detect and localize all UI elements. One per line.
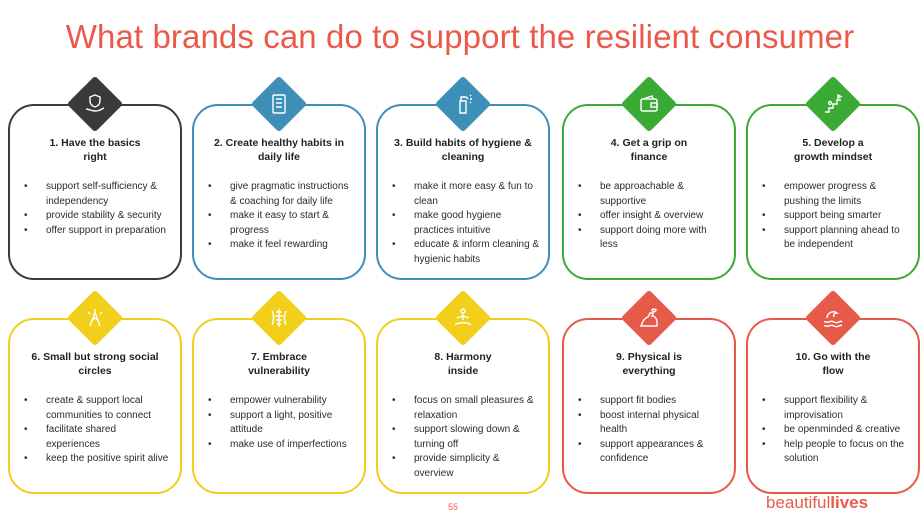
list-item: support self-sufficiency & independency [24, 180, 172, 209]
list-item: be approachable & supportive [578, 180, 726, 209]
hand-shield-icon [80, 89, 110, 119]
list-item: empower progress & pushing the limits [762, 180, 910, 209]
card-bullets: support fit bodies boost internal physic… [578, 394, 726, 467]
spray-bottle-icon [448, 89, 478, 119]
list-item: support flexibility & improvisation [762, 394, 910, 423]
checklist-icon [264, 89, 294, 119]
list-item: help people to focus on the solution [762, 438, 910, 467]
list-item: focus on small pleasures & relaxation [392, 394, 540, 423]
card-bullets: make it more easy & fun to clean make go… [392, 180, 540, 267]
list-item: educate & inform cleaning & hygienic hab… [392, 238, 540, 267]
list-item: support slowing down & turning off [392, 423, 540, 452]
card-bullets: focus on small pleasures & relaxation su… [392, 394, 540, 481]
card-bullets: create & support local communities to co… [24, 394, 172, 467]
slide-title: What brands can do to support the resili… [65, 18, 855, 55]
card-bullets: support flexibility & improvisation be o… [762, 394, 910, 467]
list-item: make use of imperfections [208, 438, 356, 453]
list-item: create & support local communities to co… [24, 394, 172, 423]
list-item: support appearances & confidence [578, 438, 726, 467]
card-hygiene: 3. Build habits of hygiene &cleaning mak… [376, 104, 550, 280]
list-item: make it easy to start & progress [208, 209, 356, 238]
list-item: support being smarter [762, 209, 910, 224]
card-bullets: give pragmatic instructions & coaching f… [208, 180, 356, 253]
wave-icon [818, 303, 848, 333]
list-item: provide simplicity & overview [392, 452, 540, 481]
card-bullets: empower progress & pushing the limits su… [762, 180, 910, 253]
body-spine-icon [264, 303, 294, 333]
list-item: provide stability & security [24, 209, 172, 224]
brand-logo: beautifullives [766, 493, 869, 512]
list-item: support fit bodies [578, 394, 726, 409]
list-item: keep the positive spirit alive [24, 452, 172, 467]
clasped-hands-icon [80, 303, 110, 333]
list-item: empower vulnerability [208, 394, 356, 409]
list-item: support a light, positive attitude [208, 409, 356, 438]
card-bullets: be approachable & supportive offer insig… [578, 180, 726, 253]
list-item: boost internal physical health [578, 409, 726, 438]
growth-stairs-icon [818, 89, 848, 119]
card-title: 3. Build habits of hygiene &cleaning [394, 137, 532, 163]
list-item: facilitate shared experiences [24, 423, 172, 452]
list-item: offer support in preparation [24, 224, 172, 239]
list-item: be openminded & creative [762, 423, 910, 438]
page-number: 55 [448, 502, 459, 512]
list-item: offer insight & overview [578, 209, 726, 224]
flexed-arm-heart-icon [634, 303, 664, 333]
list-item: support doing more with less [578, 224, 726, 253]
card-bullets: support self-sufficiency & independency … [24, 180, 172, 238]
list-item: give pragmatic instructions & coaching f… [208, 180, 356, 209]
wallet-icon [634, 89, 664, 119]
card-bullets: empower vulnerability support a light, p… [208, 394, 356, 452]
meditation-icon [448, 303, 478, 333]
list-item: make it feel rewarding [208, 238, 356, 253]
list-item: support planning ahead to be independent [762, 224, 910, 253]
list-item: make it more easy & fun to clean [392, 180, 540, 209]
list-item: make good hygiene practices intuitive [392, 209, 540, 238]
